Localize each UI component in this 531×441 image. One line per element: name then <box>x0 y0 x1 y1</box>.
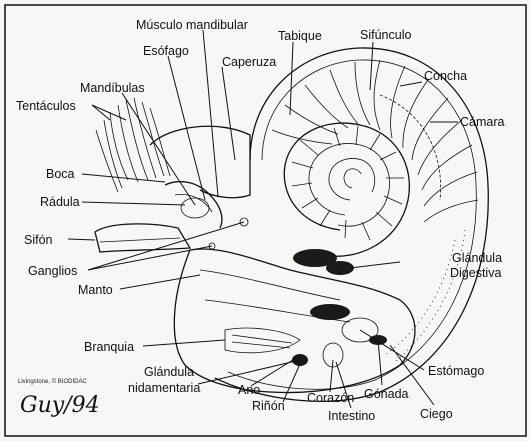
label-mandibulas: Mandíbulas <box>80 81 145 95</box>
label-manto: Manto <box>78 283 113 297</box>
label-concha: Concha <box>424 69 467 83</box>
credit-text: Livingstone, © BIODIDAC <box>18 378 87 385</box>
label-radula: Rádula <box>40 195 80 209</box>
artist-signature: Guy/94 <box>20 393 100 418</box>
label-tabique: Tabique <box>278 29 322 43</box>
label-esofago: Esófago <box>143 44 189 58</box>
label-ano: Ano <box>238 383 260 397</box>
label-caperuza: Caperuza <box>222 55 276 69</box>
label-glandula-nidamentaria-2: nidamentaria <box>128 381 200 395</box>
label-ciego: Ciego <box>420 407 453 421</box>
label-musculo-mandibular: Músculo mandibular <box>136 18 248 32</box>
labels: Músculo mandibular Tabique Sifúnculo Esó… <box>16 18 505 423</box>
label-boca: Boca <box>46 167 75 181</box>
label-ganglios: Ganglios <box>28 264 77 278</box>
label-glandula-digestiva-2: Digestiva <box>450 266 501 280</box>
label-corazon: Corazón <box>307 391 354 405</box>
label-intestino: Intestino <box>328 409 375 423</box>
label-glandula-nidamentaria-1: Glándula <box>144 365 194 379</box>
label-branquia: Branquia <box>84 340 134 354</box>
label-camara: Cámara <box>460 115 505 129</box>
label-glandula-digestiva-1: Glándula <box>452 251 502 265</box>
label-tentaculos: Tentáculos <box>16 99 76 113</box>
label-estomago: Estómago <box>428 364 484 378</box>
label-rinon: Riñón <box>252 399 285 413</box>
label-sifon: Sifón <box>24 233 53 247</box>
label-gonada: Gónada <box>364 387 409 401</box>
body-illustration <box>95 98 415 393</box>
label-sifunculo: Sifúnculo <box>360 28 411 42</box>
shell-illustration <box>215 48 488 401</box>
